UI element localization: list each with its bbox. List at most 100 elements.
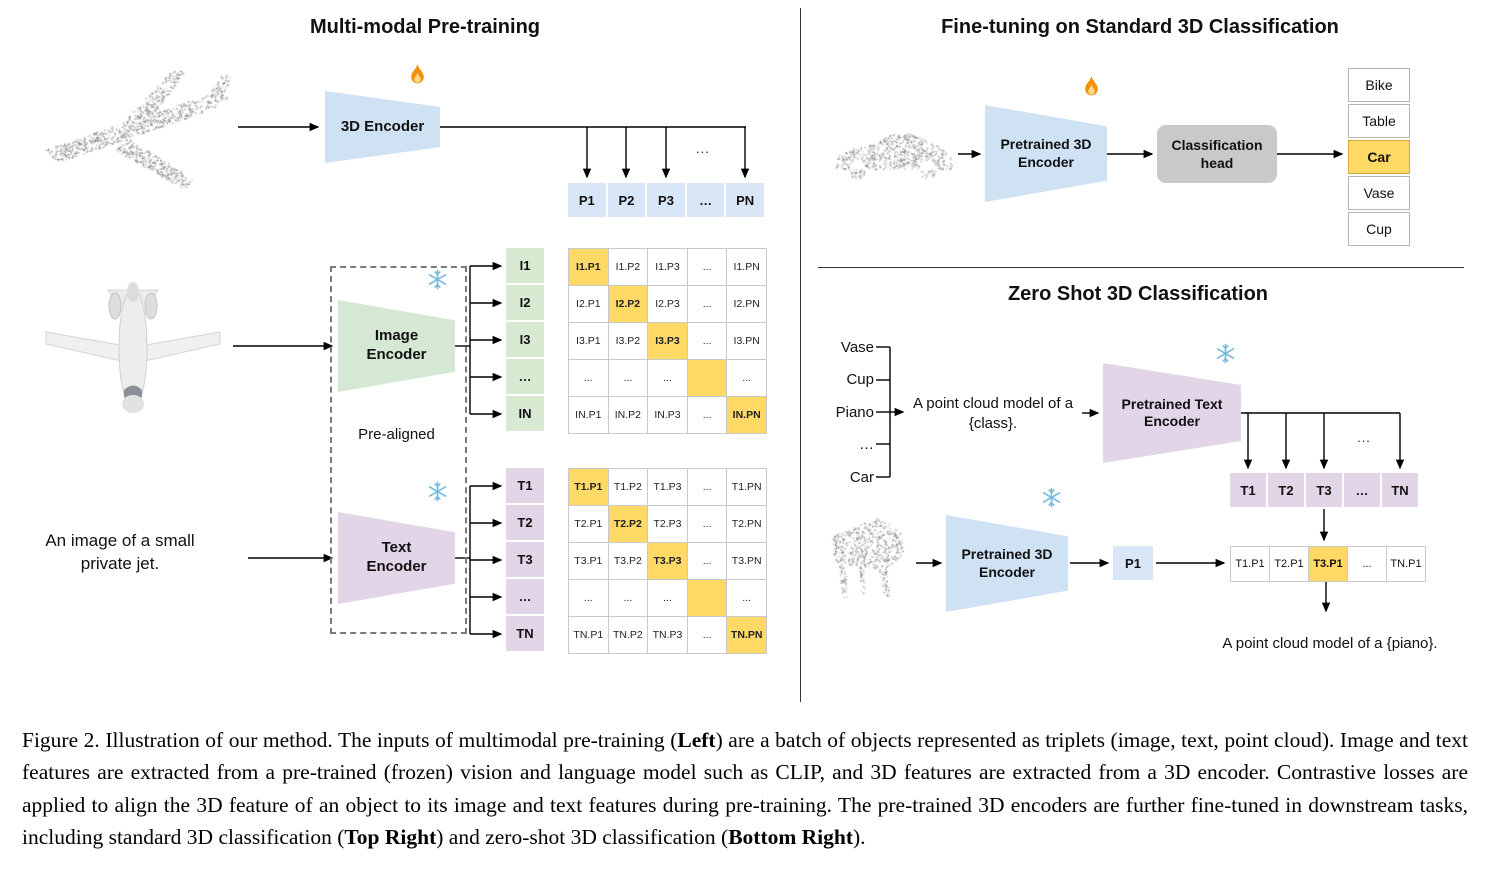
similarity-cell: I3.PN: [727, 323, 766, 359]
zeroshot-class-word: …: [800, 436, 874, 454]
jet-image: [38, 272, 228, 424]
t-feature-cell: TN: [1382, 473, 1418, 507]
airplane-point-cloud: [35, 50, 235, 220]
pretrained-text-encoder-label: Pretrained Text Encoder: [1120, 396, 1225, 431]
similarity-cell: T1.P1: [569, 469, 608, 505]
p-feature-cell: P3: [647, 183, 685, 217]
result-cell: ...: [1348, 547, 1386, 581]
zeroshot-class-word: Piano: [800, 403, 874, 421]
prompt-text: A point cloud model of a {class}.: [906, 394, 1080, 435]
similarity-cell: ...: [569, 580, 608, 616]
image-feature-cell: IN: [506, 396, 544, 431]
similarity-cell: ...: [688, 249, 727, 285]
similarity-cell: ...: [688, 506, 727, 542]
horizontal-panel-divider: [818, 267, 1464, 268]
car-point-cloud: [828, 115, 958, 190]
pretrained-text-encoder-block: Pretrained Text Encoder: [1103, 363, 1241, 463]
figure-caption: Figure 2. Illustration of our method. Th…: [22, 724, 1468, 853]
t-feature-cell: …: [1344, 473, 1380, 507]
t-branch-ellipsis: ...: [1344, 430, 1384, 445]
image-point-similarity-matrix: I1.P1I1.P2I1.P3...I1.PNI2.P1I2.P2I2.P3..…: [568, 248, 767, 434]
similarity-cell: ...: [609, 580, 648, 616]
pretraining-title: Multi-modal Pre-training: [225, 16, 625, 39]
similarity-cell: T1.PN: [727, 469, 766, 505]
similarity-cell: I2.P2: [609, 286, 648, 322]
similarity-cell: ...: [688, 543, 727, 579]
similarity-cell: ...: [688, 617, 727, 653]
pretrained-3d-encoder-label: Pretrained 3D Encoder: [999, 136, 1094, 171]
snowflake-icon: [1040, 486, 1068, 514]
similarity-cell: IN.PN: [727, 397, 766, 433]
similarity-cell: IN.P3: [648, 397, 687, 433]
similarity-cell: ...: [688, 397, 727, 433]
text-point-similarity-matrix: T1.P1T1.P2T1.P3...T1.PNT2.P1T2.P2T2.P3..…: [568, 468, 767, 654]
fire-icon: [404, 62, 432, 90]
class-option-cell: Cup: [1348, 212, 1410, 246]
similarity-cell: I1.P1: [569, 249, 608, 285]
p1-feature-cell: P1: [1113, 546, 1153, 580]
similarity-cell: ...: [688, 469, 727, 505]
class-option-cell: Table: [1348, 104, 1410, 138]
pretrained-3d-encoder-block: Pretrained 3D Encoder: [985, 105, 1107, 202]
classification-head-block: Classification head: [1157, 125, 1277, 183]
t-feature-cell: T2: [1268, 473, 1304, 507]
text-encoder-label: Text Encoder: [367, 539, 427, 577]
text-feature-cell: T3: [506, 542, 544, 577]
image-feature-cell: …: [506, 359, 544, 394]
p-feature-cell: PN: [726, 183, 764, 217]
snowflake-icon: [426, 480, 454, 508]
result-cell: T3.P1: [1309, 547, 1347, 581]
zeroshot-3d-encoder-block: Pretrained 3D Encoder: [946, 515, 1068, 612]
3d-encoder-block: 3D Encoder: [325, 91, 440, 163]
text-feature-cell: …: [506, 579, 544, 614]
similarity-cell: ...: [727, 360, 766, 396]
similarity-cell: T2.P1: [569, 506, 608, 542]
zeroshot-class-word: Cup: [800, 371, 874, 389]
similarity-cell: T2.P3: [648, 506, 687, 542]
zeroshot-title: Zero Shot 3D Classification: [828, 283, 1448, 306]
text-input-caption: An image of a small private jet.: [30, 530, 210, 576]
similarity-cell: I3.P2: [609, 323, 648, 359]
similarity-cell: T3.PN: [727, 543, 766, 579]
classification-class-list: BikeTableCarVaseCup: [1348, 68, 1410, 246]
finetuning-title: Fine-tuning on Standard 3D Classificatio…: [830, 16, 1450, 39]
similarity-cell: I3.P1: [569, 323, 608, 359]
similarity-cell: I1.P3: [648, 249, 687, 285]
similarity-cell: ...: [648, 360, 687, 396]
snowflake-icon: [426, 268, 454, 296]
class-option-cell: Bike: [1348, 68, 1410, 102]
image-feature-cell: I1: [506, 248, 544, 283]
zeroshot-output-text: A point cloud model of a {piano}.: [1190, 634, 1470, 654]
t-feature-row: T1T2T3…TN: [1230, 473, 1418, 507]
class-option-cell: Car: [1348, 140, 1410, 174]
class-option-cell: Vase: [1348, 176, 1410, 210]
snowflake-icon: [1214, 342, 1242, 370]
text-feature-column: T1T2T3…TN: [506, 468, 544, 651]
similarity-cell: TN.P1: [569, 617, 608, 653]
similarity-cell: I1.P2: [609, 249, 648, 285]
zeroshot-result-row: T1.P1T2.P1T3.P1...TN.P1: [1230, 546, 1426, 582]
image-feature-cell: I3: [506, 322, 544, 357]
similarity-cell: IN.P2: [609, 397, 648, 433]
similarity-cell: T3.P1: [569, 543, 608, 579]
similarity-cell: IN.P1: [569, 397, 608, 433]
result-cell: TN.P1: [1387, 547, 1425, 581]
similarity-cell: T3.P3: [648, 543, 687, 579]
3d-encoder-label: 3D Encoder: [341, 118, 424, 137]
zeroshot-class-word: Car: [800, 468, 874, 486]
p-feature-cell: P1: [568, 183, 606, 217]
zeroshot-3d-encoder-label: Pretrained 3D Encoder: [960, 546, 1055, 581]
similarity-cell: T2.P2: [609, 506, 648, 542]
prealigned-label: Pre-aligned: [330, 425, 463, 445]
similarity-cell: [688, 580, 727, 616]
text-feature-cell: T1: [506, 468, 544, 503]
trunk-ellipsis: ...: [696, 141, 710, 156]
t-feature-cell: T1: [1230, 473, 1266, 507]
similarity-cell: TN.P3: [648, 617, 687, 653]
similarity-cell: ...: [688, 323, 727, 359]
zeroshot-class-word: Vase: [800, 338, 874, 356]
similarity-cell: ...: [688, 286, 727, 322]
p-feature-cell: …: [687, 183, 725, 217]
result-cell: T1.P1: [1231, 547, 1269, 581]
similarity-cell: ...: [648, 580, 687, 616]
